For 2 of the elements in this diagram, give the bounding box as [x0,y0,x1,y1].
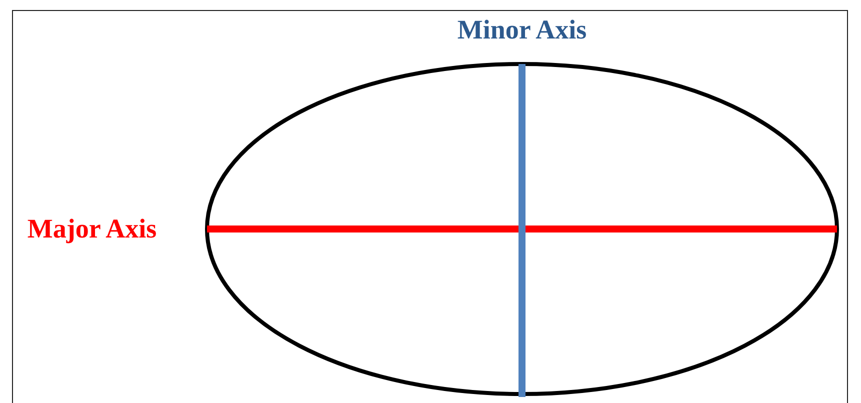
axis-label: Major Axis [27,214,157,244]
axis-label: Minor Axis [457,14,587,46]
